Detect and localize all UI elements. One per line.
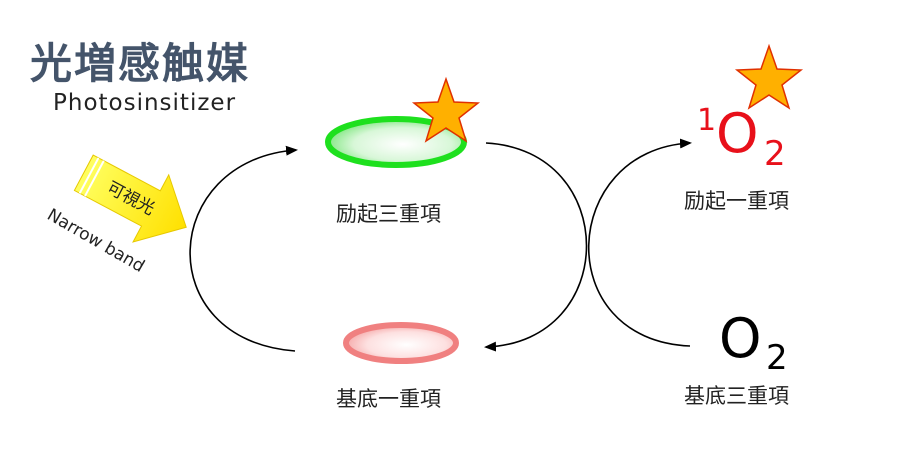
page-subtitle: Photosinsitizer <box>53 90 237 116</box>
relaxation-arc <box>484 142 588 352</box>
singlet-oxygen-subscript: 2 <box>764 134 786 174</box>
star-icon <box>734 43 804 110</box>
star-icon <box>411 76 481 143</box>
visible-light-arrow: 可視光 <box>73 154 187 243</box>
triplet-oxygen-formula: O 2 <box>719 307 788 378</box>
excited-singlet-label: 励起一重項 <box>684 189 789 213</box>
singlet-superscript: 1 <box>697 103 716 138</box>
ground-triplet-label: 基底三重項 <box>684 384 789 408</box>
singlet-oxygen-formula: 1 O 2 <box>697 102 786 174</box>
oxygen-excitation-arc <box>587 138 692 347</box>
singlet-oxygen-symbol: O <box>716 102 759 165</box>
ground-singlet-label: 基底一重項 <box>336 387 441 411</box>
triplet-oxygen-subscript: 2 <box>766 338 788 378</box>
ground-singlet-ellipse <box>343 322 459 364</box>
triplet-oxygen-symbol: O <box>719 307 762 370</box>
excited-triplet-label: 励起三重項 <box>336 202 441 226</box>
page-title: 光増感触媒 <box>30 39 251 88</box>
excitation-arc <box>189 145 298 352</box>
